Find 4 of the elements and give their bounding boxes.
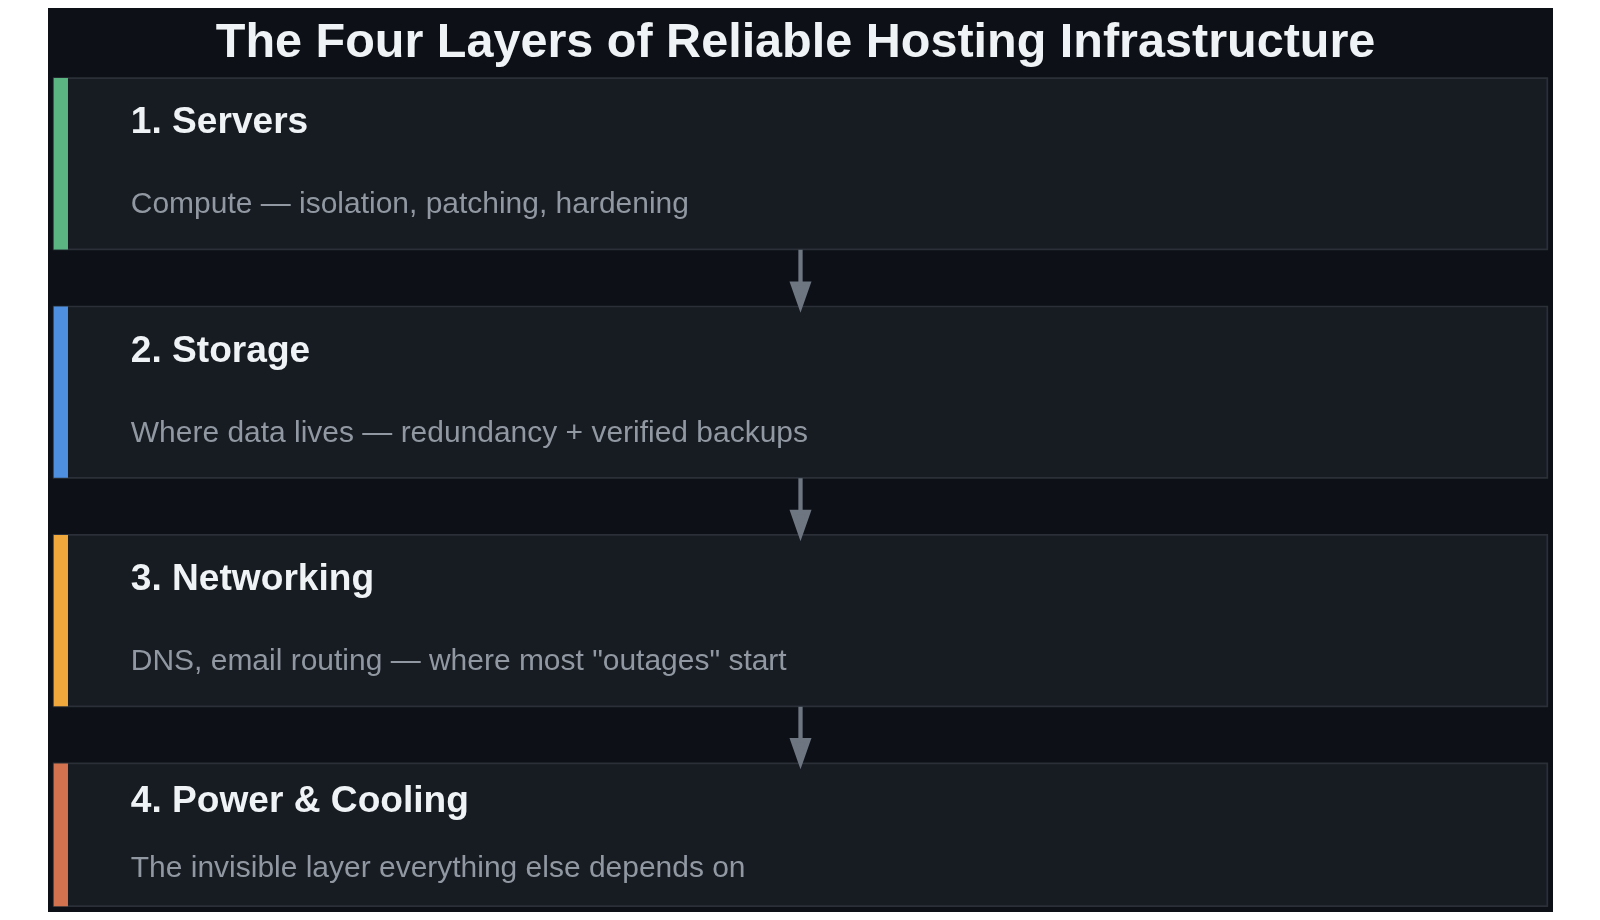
arrow [789,706,811,770]
diagram-title: The Four Layers of Reliable Hosting Infrastructure [215,12,1375,67]
arrow [789,249,811,313]
arrow [789,478,811,542]
